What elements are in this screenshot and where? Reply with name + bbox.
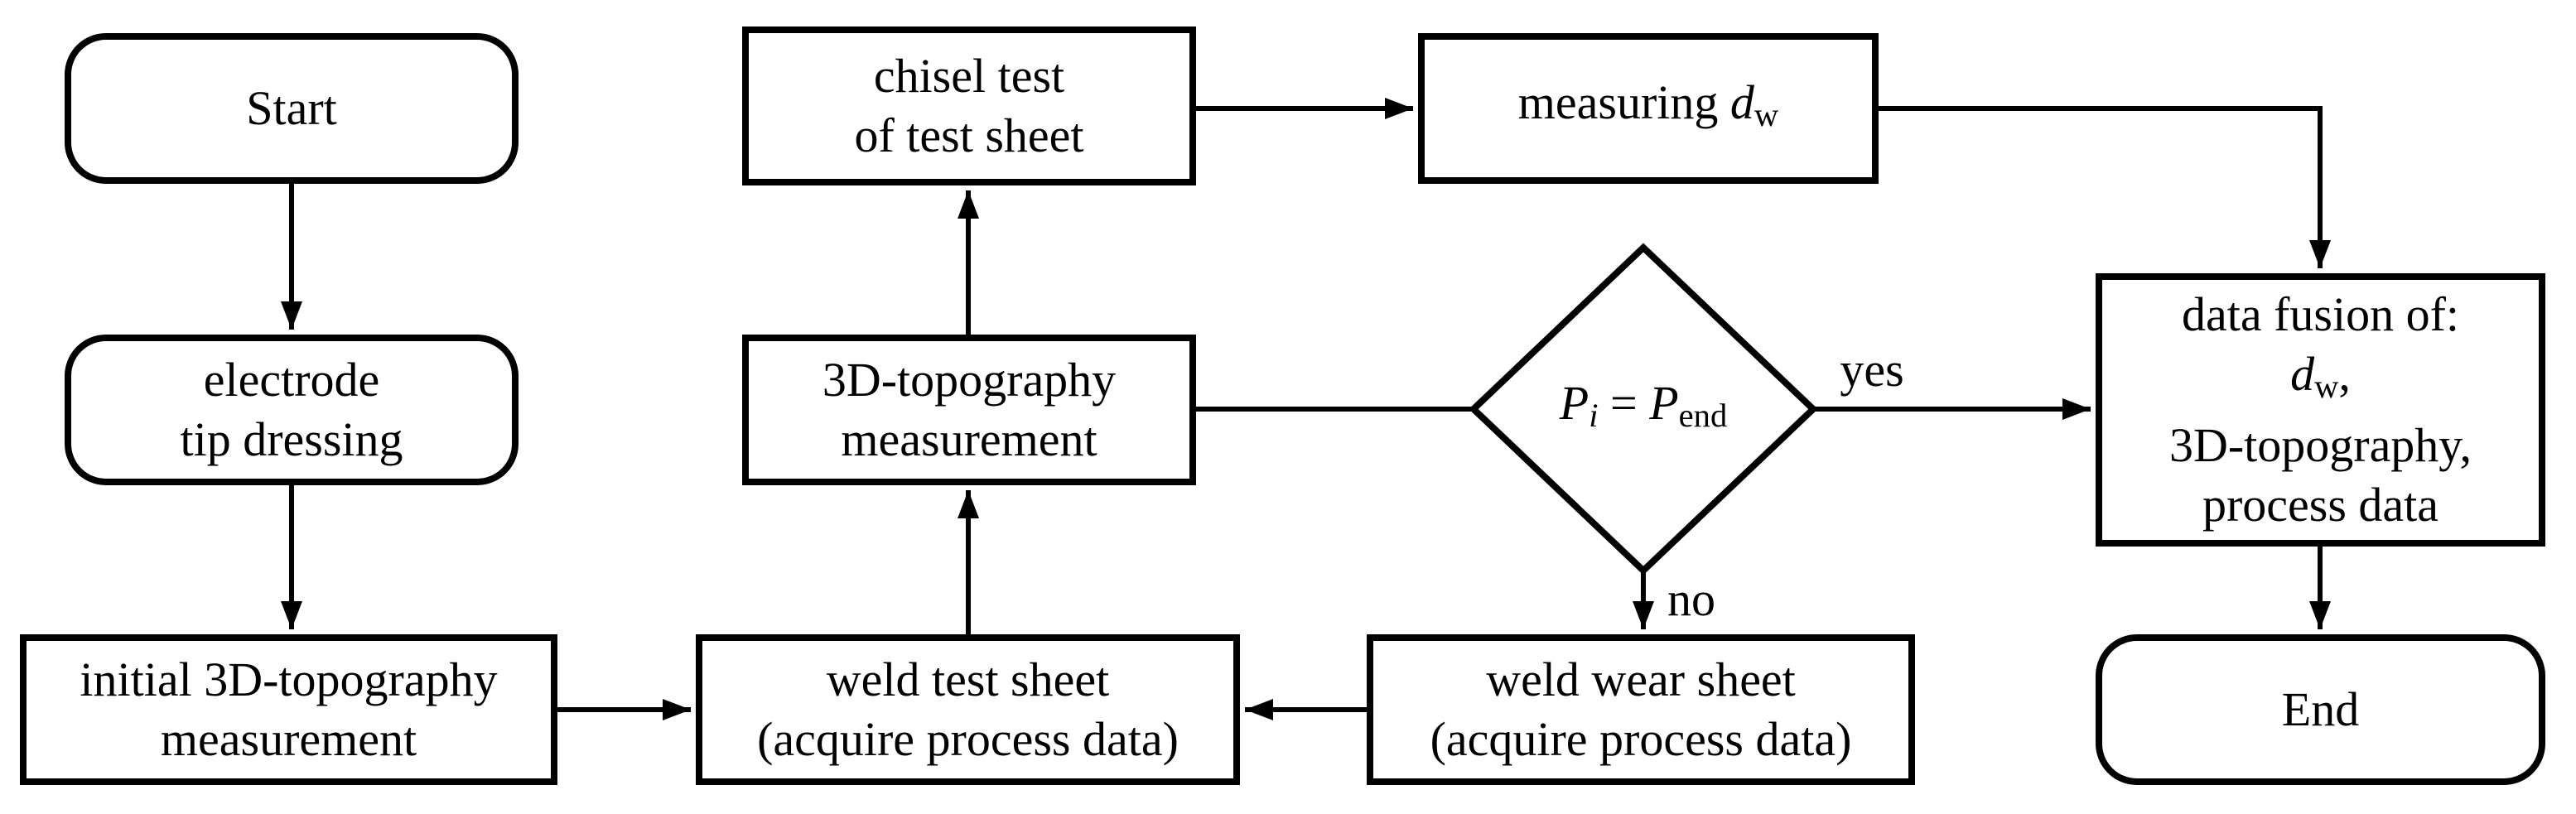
node-weld-wear-sheet: weld wear sheet (acquire process data) <box>1367 634 1915 785</box>
node-initial-3d-topography-measurement: initial 3D-topography measurement <box>20 634 557 785</box>
node-start: Start <box>65 33 519 184</box>
node-weldtest-line1: weld test sheet <box>826 653 1110 706</box>
edge-label-yes: yes <box>1840 343 1904 397</box>
node-electrode-line1: electrode <box>203 353 380 407</box>
node-data-fusion: data fusion of: dw, 3D-topography, proce… <box>2096 273 2545 547</box>
decision-equation: Pi = Pend <box>1559 375 1728 434</box>
node-initial-line2: measurement <box>160 712 417 766</box>
node-topo-line1: 3D-topography <box>822 353 1117 407</box>
node-electrode-line2: tip dressing <box>180 412 403 466</box>
decision-condition-text: Pi = Pend <box>1474 248 1813 571</box>
node-chisel-line2: of test sheet <box>854 108 1084 162</box>
node-weldtest-line2: (acquire process data) <box>757 712 1179 766</box>
node-measuring-dw: measuring dw <box>1418 33 1879 184</box>
decision-diamond-shape <box>1469 243 1818 576</box>
node-3d-topography-measurement: 3D-topography measurement <box>742 335 1196 485</box>
node-topo-line2: measurement <box>841 412 1097 466</box>
node-chisel-line1: chisel test <box>873 49 1065 103</box>
node-fusion-line2: dw, <box>2290 346 2351 405</box>
node-fusion-line1: data fusion of: <box>2181 287 2460 341</box>
node-chisel-test: chisel test of test sheet <box>742 26 1196 185</box>
node-weld-test-sheet: weld test sheet (acquire process data) <box>696 634 1240 785</box>
node-fusion-line3: 3D-topography, <box>2168 418 2472 473</box>
edge-label-no: no <box>1667 572 1715 626</box>
node-weldwear-line1: weld wear sheet <box>1486 653 1796 706</box>
node-end: End <box>2096 634 2545 785</box>
node-end-label: End <box>2281 682 2360 736</box>
node-initial-line1: initial 3D-topography <box>80 653 498 706</box>
node-measuring-label: measuring dw <box>1517 75 1779 133</box>
edge-measuring-fusion <box>1879 106 2331 268</box>
node-fusion-line4: process data <box>2202 478 2439 532</box>
node-weldwear-line2: (acquire process data) <box>1430 712 1852 766</box>
node-start-label: Start <box>246 81 337 135</box>
node-electrode-tip-dressing: electrode tip dressing <box>65 335 519 485</box>
